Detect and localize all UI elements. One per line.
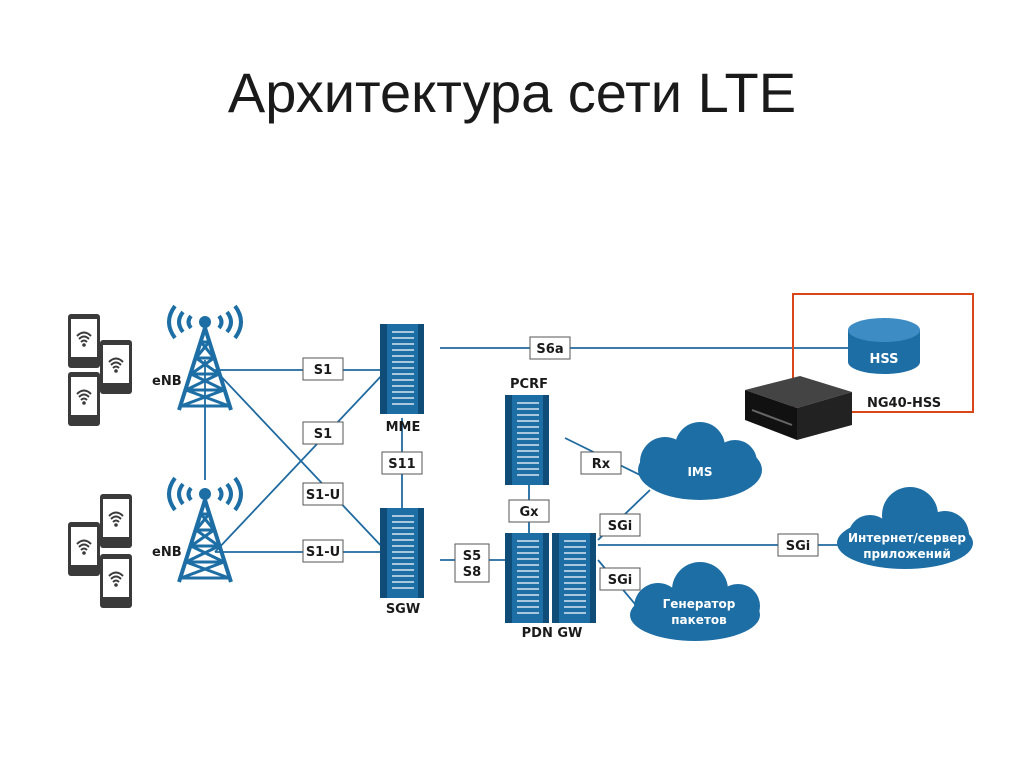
interface-sgi-internet: SGi xyxy=(786,539,811,554)
phone-icon xyxy=(99,339,133,395)
sgw-label: SGW xyxy=(386,602,420,617)
mme-label: MME xyxy=(386,420,421,435)
phone-group-top xyxy=(67,313,133,427)
interface-box xyxy=(508,499,550,523)
pcrf-label: PCRF xyxy=(510,377,548,392)
hss-highlight-frame xyxy=(792,293,974,413)
interface-box xyxy=(599,513,641,537)
generator-cloud-label-line2: пакетов xyxy=(671,613,727,627)
interface-s6a: S6a xyxy=(536,342,563,357)
hardware-box-icon xyxy=(745,376,852,440)
phone-group-bottom xyxy=(67,493,133,609)
interface-box xyxy=(302,482,344,506)
ng40-hss-label: NG40-HSS xyxy=(867,396,941,411)
interface-s5: S5 xyxy=(463,549,481,564)
interface-sgi-ims: SGi xyxy=(608,519,633,534)
interface-box xyxy=(580,451,622,475)
antenna-icon xyxy=(167,476,243,584)
interface-s8: S8 xyxy=(463,565,481,580)
phone-icon xyxy=(67,521,101,577)
cloud-icon xyxy=(638,422,762,500)
interface-s11: S11 xyxy=(388,457,415,472)
interface-s1-top: S1 xyxy=(314,363,332,378)
interface-box xyxy=(599,567,641,591)
server-rack-icon xyxy=(551,532,597,624)
interface-box xyxy=(302,539,344,563)
interface-s1-mid: S1 xyxy=(314,427,332,442)
server-rack-icon xyxy=(504,394,550,486)
hss-label: HSS xyxy=(869,352,898,367)
enb-top-label: eNB xyxy=(152,374,182,389)
server-rack-icon xyxy=(379,323,425,415)
server-rack-icon xyxy=(379,507,425,599)
database-icon xyxy=(848,318,920,374)
interface-s1u-bottom: S1-U xyxy=(306,545,340,560)
interface-box xyxy=(529,336,571,360)
generator-cloud-label-line1: Генератор xyxy=(663,597,736,611)
interface-box xyxy=(302,421,344,445)
internet-cloud-label-line1: Интернет/сервер xyxy=(848,531,966,545)
slide-title: Архитектура сети LTE xyxy=(227,61,797,124)
pdn-gw-label: PDN GW xyxy=(522,626,583,641)
cloud-icon xyxy=(630,562,760,641)
phone-icon xyxy=(67,371,101,427)
internet-cloud-label-line2: приложений xyxy=(863,547,951,561)
interface-box xyxy=(381,451,423,475)
server-rack-icon xyxy=(504,532,550,624)
phone-icon xyxy=(67,313,101,369)
cloud-icon xyxy=(837,487,973,569)
interface-sgi-generator: SGi xyxy=(608,573,633,588)
phone-icon xyxy=(99,553,133,609)
ims-cloud-label: IMS xyxy=(687,465,712,479)
interface-box xyxy=(454,543,490,583)
interface-s1u-mid: S1-U xyxy=(306,488,340,503)
interface-box xyxy=(777,533,819,557)
interface-box xyxy=(302,357,344,381)
interface-gx: Gx xyxy=(519,505,539,520)
phone-icon xyxy=(99,493,133,549)
interface-rx: Rx xyxy=(592,457,611,472)
enb-bottom-label: eNB xyxy=(152,545,182,560)
